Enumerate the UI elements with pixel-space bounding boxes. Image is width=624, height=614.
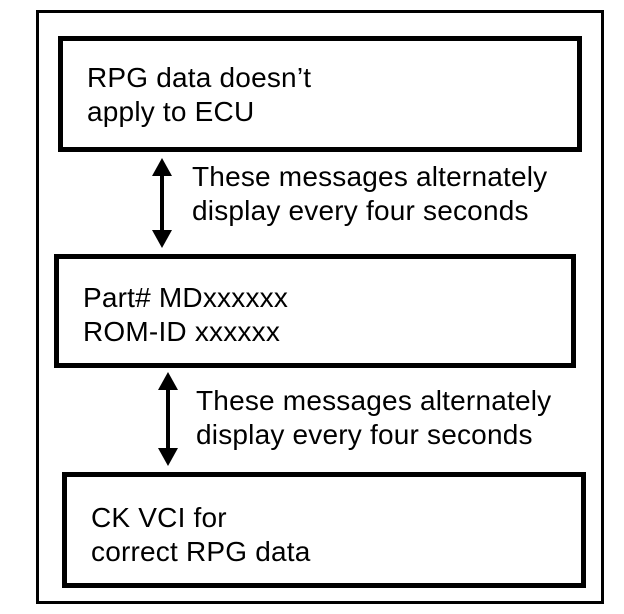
- message-line: CK VCI for: [91, 502, 227, 533]
- note-line: display every four seconds: [192, 195, 529, 226]
- note-line: display every four seconds: [196, 419, 533, 450]
- message-box-part-rom-id: Part# MDxxxxxx ROM-ID xxxxxx: [54, 254, 576, 368]
- message-line: ROM-ID xxxxxx: [83, 316, 281, 347]
- message-box-check-vci: CK VCI for correct RPG data: [62, 472, 586, 588]
- note-line: These messages alternately: [192, 161, 548, 192]
- double-arrow-icon: [152, 158, 172, 248]
- message-line: Part# MDxxxxxx: [83, 282, 289, 313]
- message-line: apply to ECU: [87, 96, 255, 127]
- message-line: correct RPG data: [91, 536, 311, 567]
- message-line: RPG data doesn’t: [87, 62, 312, 93]
- alternation-note: These messages alternately display every…: [192, 160, 547, 228]
- alternation-note: These messages alternately display every…: [196, 384, 551, 452]
- message-box-rpg-not-applicable: RPG data doesn’t apply to ECU: [58, 36, 582, 152]
- double-arrow-icon: [158, 372, 178, 466]
- note-line: These messages alternately: [196, 385, 552, 416]
- diagram-frame: [36, 10, 604, 604]
